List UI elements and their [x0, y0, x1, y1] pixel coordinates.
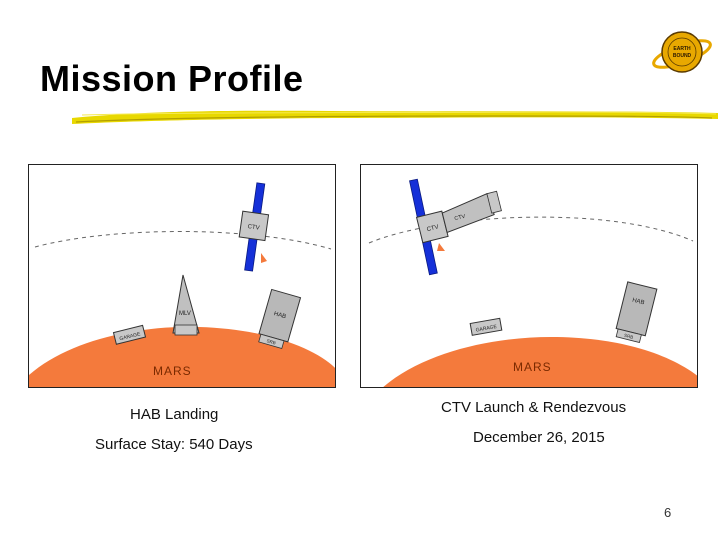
- left-caption-title: HAB Landing: [130, 406, 219, 423]
- ctv-launch-illustration: MARS CTV CTV GARAGE HAB SRB: [360, 164, 698, 388]
- svg-text:HAB: HAB: [273, 311, 287, 320]
- hab-module: HAB SRB: [258, 288, 302, 350]
- orbit-path: [34, 231, 332, 250]
- left-caption-subtitle: Surface Stay: 540 Days: [95, 436, 253, 453]
- mars-label: MARS: [153, 364, 192, 378]
- svg-text:BOUND: BOUND: [673, 53, 692, 59]
- svg-text:CTV: CTV: [247, 224, 260, 232]
- svg-text:EARTH: EARTH: [673, 46, 691, 52]
- mlv-rocket: MLV: [172, 274, 200, 336]
- svg-text:GARAGE: GARAGE: [119, 331, 142, 342]
- thruster-flame: [261, 253, 267, 263]
- slide-title: Mission Profile: [40, 58, 304, 99]
- garage-module: GARAGE: [112, 324, 147, 345]
- title-underline: [72, 110, 718, 124]
- mars-label: MARS: [513, 360, 552, 374]
- svg-text:SRB: SRB: [624, 333, 634, 340]
- svg-text:CTV: CTV: [426, 224, 439, 233]
- ctv-spacecraft: CTV: [238, 182, 270, 272]
- svg-text:SRB: SRB: [266, 338, 276, 345]
- right-caption-title: CTV Launch & Rendezvous: [441, 399, 627, 416]
- hab-module: HAB SRB: [615, 281, 658, 344]
- company-logo: EARTH BOUND: [652, 31, 712, 73]
- svg-text:CTV: CTV: [454, 214, 466, 223]
- hab-landing-illustration: MARS CTV MLV GARAGE HAB SRB: [28, 164, 336, 388]
- mars-surface: [383, 337, 697, 387]
- svg-text:HAB: HAB: [631, 298, 644, 307]
- svg-text:GARAGE: GARAGE: [475, 324, 498, 334]
- right-caption-subtitle: December 26, 2015: [473, 429, 605, 446]
- svg-text:MLV: MLV: [179, 311, 191, 317]
- ctv-spacecraft: CTV CTV: [415, 190, 502, 244]
- orbit-path: [368, 216, 694, 244]
- page-number: 6: [664, 505, 672, 520]
- garage-module: GARAGE: [469, 317, 503, 336]
- thruster-flame: [437, 243, 445, 251]
